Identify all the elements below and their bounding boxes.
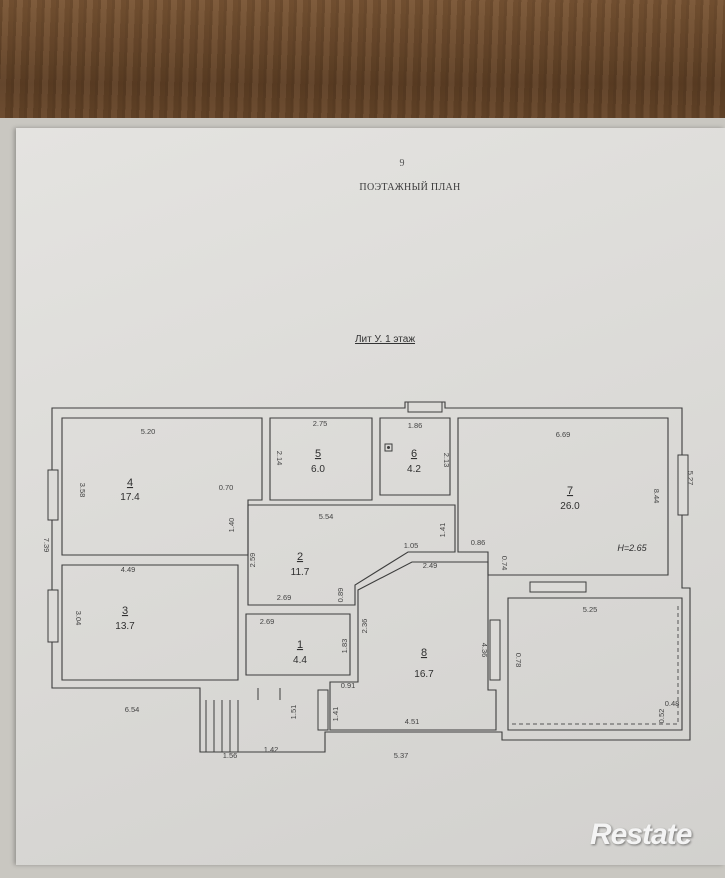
room-6-outline bbox=[379, 417, 451, 496]
dim-label: 0.78 bbox=[514, 653, 523, 668]
dim-label: 1.41 bbox=[331, 707, 340, 722]
door-8-right bbox=[489, 619, 501, 681]
dim-label: 1.56 bbox=[223, 751, 238, 760]
dim-label: 2.13 bbox=[442, 453, 451, 468]
dim-label: 2.49 bbox=[423, 561, 438, 570]
room-2-outline bbox=[247, 504, 456, 606]
fixture-dot bbox=[387, 446, 390, 449]
room-6-area: 4.2 bbox=[407, 464, 421, 475]
dim-label: 7.39 bbox=[42, 538, 51, 553]
dim-label: 5.27 bbox=[686, 471, 695, 486]
room-8-number: 8 bbox=[421, 647, 427, 659]
wooden-table-background bbox=[0, 0, 725, 140]
dim-label: 5.25 bbox=[583, 605, 598, 614]
dim-label: 1.05 bbox=[404, 541, 419, 550]
window-north bbox=[407, 401, 443, 413]
dim-label: 1.40 bbox=[227, 518, 236, 533]
room-8-outline bbox=[329, 561, 497, 731]
dim-label: 0.52 bbox=[657, 709, 666, 724]
inner-wall-outline bbox=[61, 417, 263, 556]
room-8-area: 16.7 bbox=[414, 669, 434, 680]
dim-label: 1.42 bbox=[264, 745, 279, 754]
room-5-outline bbox=[269, 417, 373, 501]
dim-label: 0.74 bbox=[500, 556, 509, 571]
dim-label: 2.36 bbox=[360, 619, 369, 634]
dim-label: 4.36 bbox=[480, 643, 489, 658]
fixture-icon bbox=[384, 443, 393, 452]
room-3-area: 13.7 bbox=[115, 621, 135, 632]
dim-label: 2.14 bbox=[275, 451, 284, 466]
room-1-number: 1 bbox=[297, 639, 303, 651]
dim-label: 0.89 bbox=[336, 588, 345, 603]
room-2-area: 11.7 bbox=[291, 567, 310, 578]
dim-label: 4.49 bbox=[121, 565, 136, 574]
dim-label: 5.37 bbox=[394, 751, 409, 760]
dim-label: 4.51 bbox=[405, 717, 420, 726]
terrace-dashed-edge bbox=[512, 604, 679, 725]
dim-label: 2.59 bbox=[248, 553, 257, 568]
plan-caption: Лит У. 1 этаж bbox=[354, 334, 416, 345]
room-7-number: 7 bbox=[567, 485, 573, 497]
window-terrace bbox=[529, 581, 587, 593]
dim-label: 0.91 bbox=[341, 681, 356, 690]
room-4-area: 17.4 bbox=[120, 492, 140, 503]
terrace-outline bbox=[507, 597, 683, 731]
watermark-logo: Restate bbox=[590, 818, 692, 851]
room-2-number: 2 bbox=[297, 551, 303, 563]
dim-label: 2.75 bbox=[313, 419, 328, 428]
room-7-height: H=2.65 bbox=[617, 543, 647, 553]
room-1-area: 4.4 bbox=[293, 655, 307, 666]
dim-label: 6.69 bbox=[556, 430, 571, 439]
room-7-area: 26.0 bbox=[560, 501, 580, 512]
dim-label: 8.44 bbox=[652, 489, 661, 504]
room-6-number: 6 bbox=[411, 448, 417, 460]
dim-label: 5.54 bbox=[319, 512, 334, 521]
dim-label: 0.86 bbox=[471, 538, 486, 547]
window-east bbox=[677, 454, 689, 516]
room-1-outline bbox=[245, 613, 351, 676]
dim-label: 5.20 bbox=[141, 427, 156, 436]
room-3-number: 3 bbox=[122, 605, 128, 617]
dim-label: 1.86 bbox=[408, 421, 423, 430]
dim-label: 0.48 bbox=[665, 699, 680, 708]
dim-label: 3.58 bbox=[78, 483, 87, 498]
window-west-3 bbox=[47, 589, 59, 643]
dim-label: 0.70 bbox=[219, 483, 234, 492]
door-8-left bbox=[317, 689, 329, 731]
dim-label: 3.04 bbox=[74, 611, 83, 626]
page-number: 9 bbox=[399, 158, 405, 169]
dim-label: 1.83 bbox=[340, 639, 349, 654]
dim-label: 2.69 bbox=[277, 593, 292, 602]
dim-label: 1.51 bbox=[289, 705, 298, 720]
window-west-4 bbox=[47, 469, 59, 521]
paper-sheet bbox=[16, 128, 725, 865]
room-5-number: 5 bbox=[315, 448, 321, 460]
outer-wall bbox=[51, 401, 691, 753]
dim-label: 2.69 bbox=[260, 617, 275, 626]
room-5-area: 6.0 bbox=[311, 464, 325, 475]
dim-label: 1.41 bbox=[438, 523, 447, 538]
dim-label: 6.54 bbox=[125, 705, 140, 714]
room-3-outline bbox=[61, 564, 239, 681]
document-title: ПОЭТАЖНЫЙ ПЛАН bbox=[359, 182, 461, 193]
room-4-number: 4 bbox=[127, 477, 133, 489]
